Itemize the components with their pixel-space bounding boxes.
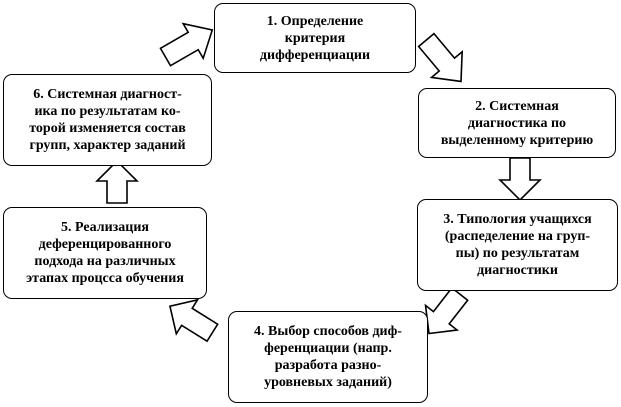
step-5-box: 5. Реализация деференцированного подхода… [3,207,207,299]
step-4-text: 4. Выбор способов диф- ференциации (напр… [254,324,402,390]
step-1-text: 1. Определение критерия дифференциации [259,13,371,63]
step-3-text: 3. Типология учащихся (распеделение на г… [443,212,592,278]
step-1-box: 1. Определение критерия дифференциации [214,3,416,73]
arrow-2-to-3 [498,157,542,202]
arrow-5-to-6 [95,159,139,204]
step-2-text: 2. Системная диагностика по выделенному … [440,98,594,148]
step-6-text: 6. Системная диагност- ика по результата… [29,87,186,153]
step-6-box: 6. Системная диагност- ика по результата… [3,74,212,166]
arrow-6-to-1 [159,22,214,67]
step-5-text: 5. Реализация деференцированного подхода… [26,220,184,286]
step-2-box: 2. Системная диагностика по выделенному … [418,88,616,158]
arrow-4-to-5 [168,298,219,343]
step-3-box: 3. Типология учащихся (распеделение на г… [417,199,618,291]
arrow-1-to-2 [417,32,464,83]
step-4-box: 4. Выбор способов диф- ференциации (напр… [228,311,428,403]
